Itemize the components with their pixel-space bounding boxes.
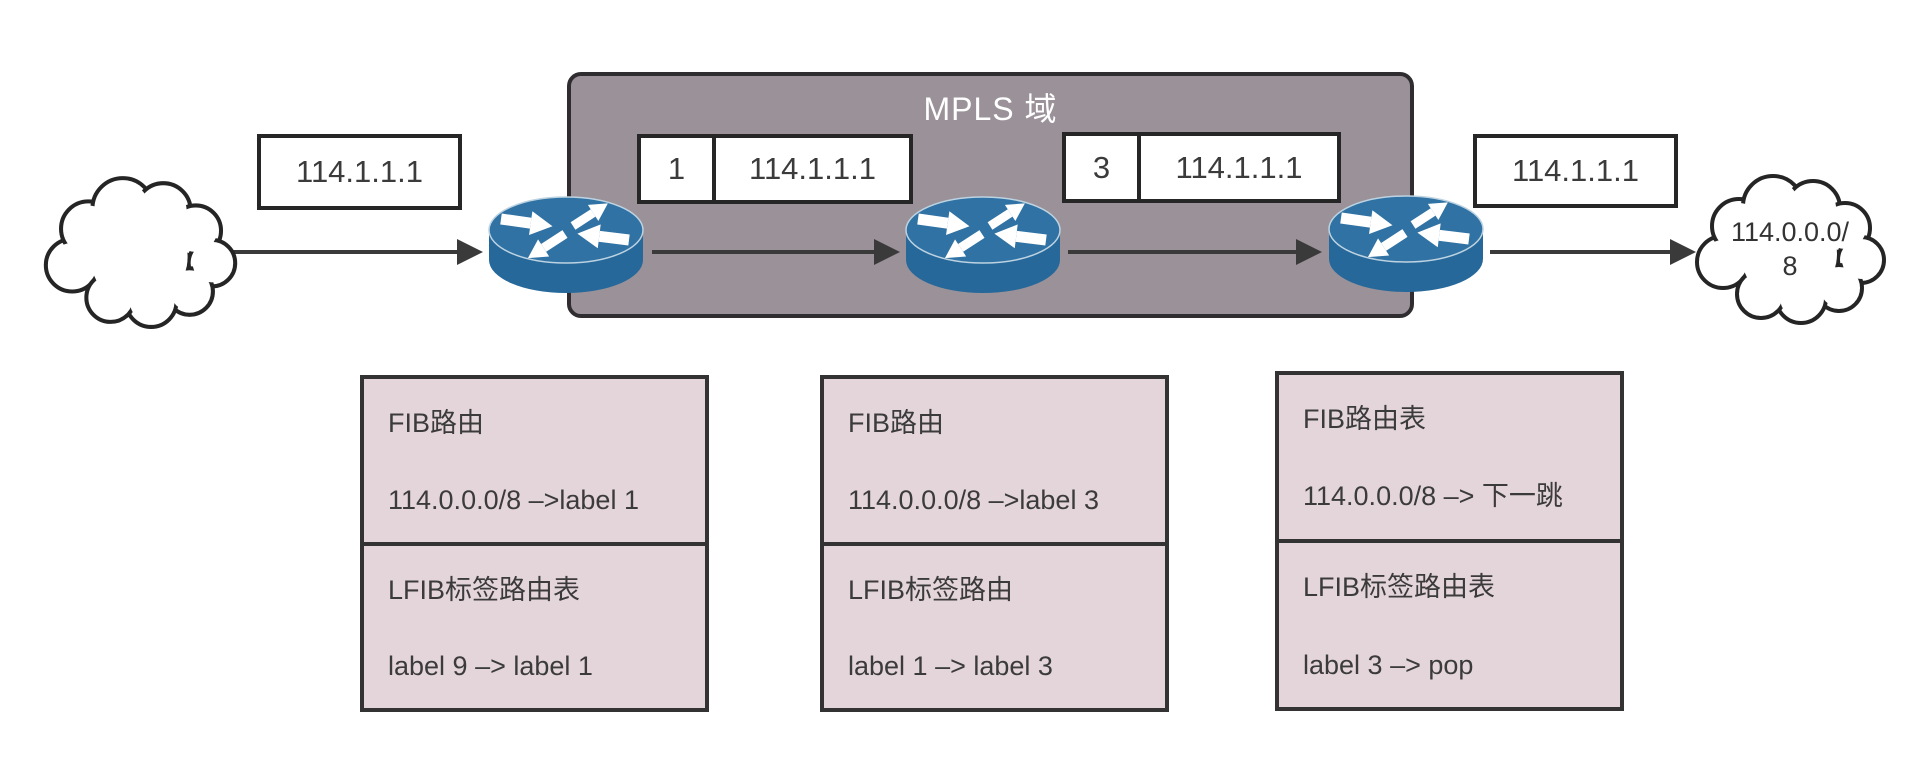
lfib-entry: label 3 –> pop bbox=[1303, 650, 1474, 680]
hop1-packet-box: 1 114.1.1.1 bbox=[637, 134, 913, 204]
fib-cell: FIB路由 114.0.0.0/8 –>label 1 bbox=[364, 379, 705, 546]
fib-cell: FIB路由表 114.0.0.0/8 –> 下一跳 bbox=[1279, 375, 1620, 543]
fib-entry: 114.0.0.0/8 –>label 3 bbox=[848, 484, 1099, 515]
lfib-cell: LFIB标签路由表 label 3 –> pop bbox=[1279, 543, 1620, 707]
lfib-entry: label 1 –> label 3 bbox=[848, 651, 1053, 681]
ingress-router-icon bbox=[481, 192, 651, 297]
hop1-mpls-label: 1 bbox=[641, 138, 716, 200]
lfib-cell: LFIB标签路由 label 1 –> label 3 bbox=[824, 546, 1165, 709]
ingress-packet-box: 114.1.1.1 bbox=[257, 134, 462, 210]
egress-packet-ip: 114.1.1.1 bbox=[1512, 153, 1639, 188]
hop2-packet-ip: 114.1.1.1 bbox=[1175, 149, 1303, 185]
mpls-domain-title: MPLS 域 bbox=[923, 91, 1058, 127]
hop1-packet-ip: 114.1.1.1 bbox=[749, 151, 876, 186]
destination-cloud-label: 114.0.0.0/ 8 bbox=[1700, 190, 1880, 310]
egress-packet-box: 114.1.1.1 bbox=[1473, 134, 1678, 208]
ingress-router-table: FIB路由 114.0.0.0/8 –>label 1 LFIB标签路由表 la… bbox=[360, 375, 709, 712]
egress-router-icon bbox=[1321, 191, 1491, 296]
ingress-packet-ip: 114.1.1.1 bbox=[296, 154, 423, 189]
hop2-packet-box: 3 114.1.1.1 bbox=[1062, 132, 1341, 203]
flow-arrow-hop2 bbox=[1068, 239, 1322, 265]
fib-entry: 114.0.0.0/8 –>label 1 bbox=[388, 484, 639, 515]
lfib-title: LFIB标签路由 bbox=[848, 574, 1014, 605]
source-cloud-icon bbox=[36, 170, 242, 332]
fib-title: FIB路由表 bbox=[1303, 404, 1427, 434]
hop2-mpls-label: 3 bbox=[1066, 136, 1141, 199]
destination-cloud-label-line1: 114.0.0.0/ bbox=[1730, 217, 1850, 248]
fib-entry: 114.0.0.0/8 –> 下一跳 bbox=[1303, 481, 1563, 511]
destination-cloud-label-line2: 8 bbox=[1782, 251, 1798, 281]
fib-title: FIB路由 bbox=[388, 408, 485, 438]
flow-arrow-hop1 bbox=[652, 239, 900, 265]
middle-router-table: FIB路由 114.0.0.0/8 –>label 3 LFIB标签路由 lab… bbox=[820, 375, 1169, 712]
fib-cell: FIB路由 114.0.0.0/8 –>label 3 bbox=[824, 379, 1165, 546]
flow-arrow-egress bbox=[1490, 239, 1696, 265]
middle-router-icon bbox=[898, 192, 1068, 297]
egress-router-table: FIB路由表 114.0.0.0/8 –> 下一跳 LFIB标签路由表 labe… bbox=[1275, 371, 1624, 711]
flow-arrow-ingress bbox=[233, 239, 483, 265]
lfib-title: LFIB标签路由表 bbox=[388, 574, 581, 605]
fib-title: FIB路由 bbox=[848, 408, 945, 438]
lfib-entry: label 9 –> label 1 bbox=[388, 651, 593, 681]
lfib-cell: LFIB标签路由表 label 9 –> label 1 bbox=[364, 546, 705, 709]
lfib-title: LFIB标签路由表 bbox=[1303, 572, 1496, 602]
